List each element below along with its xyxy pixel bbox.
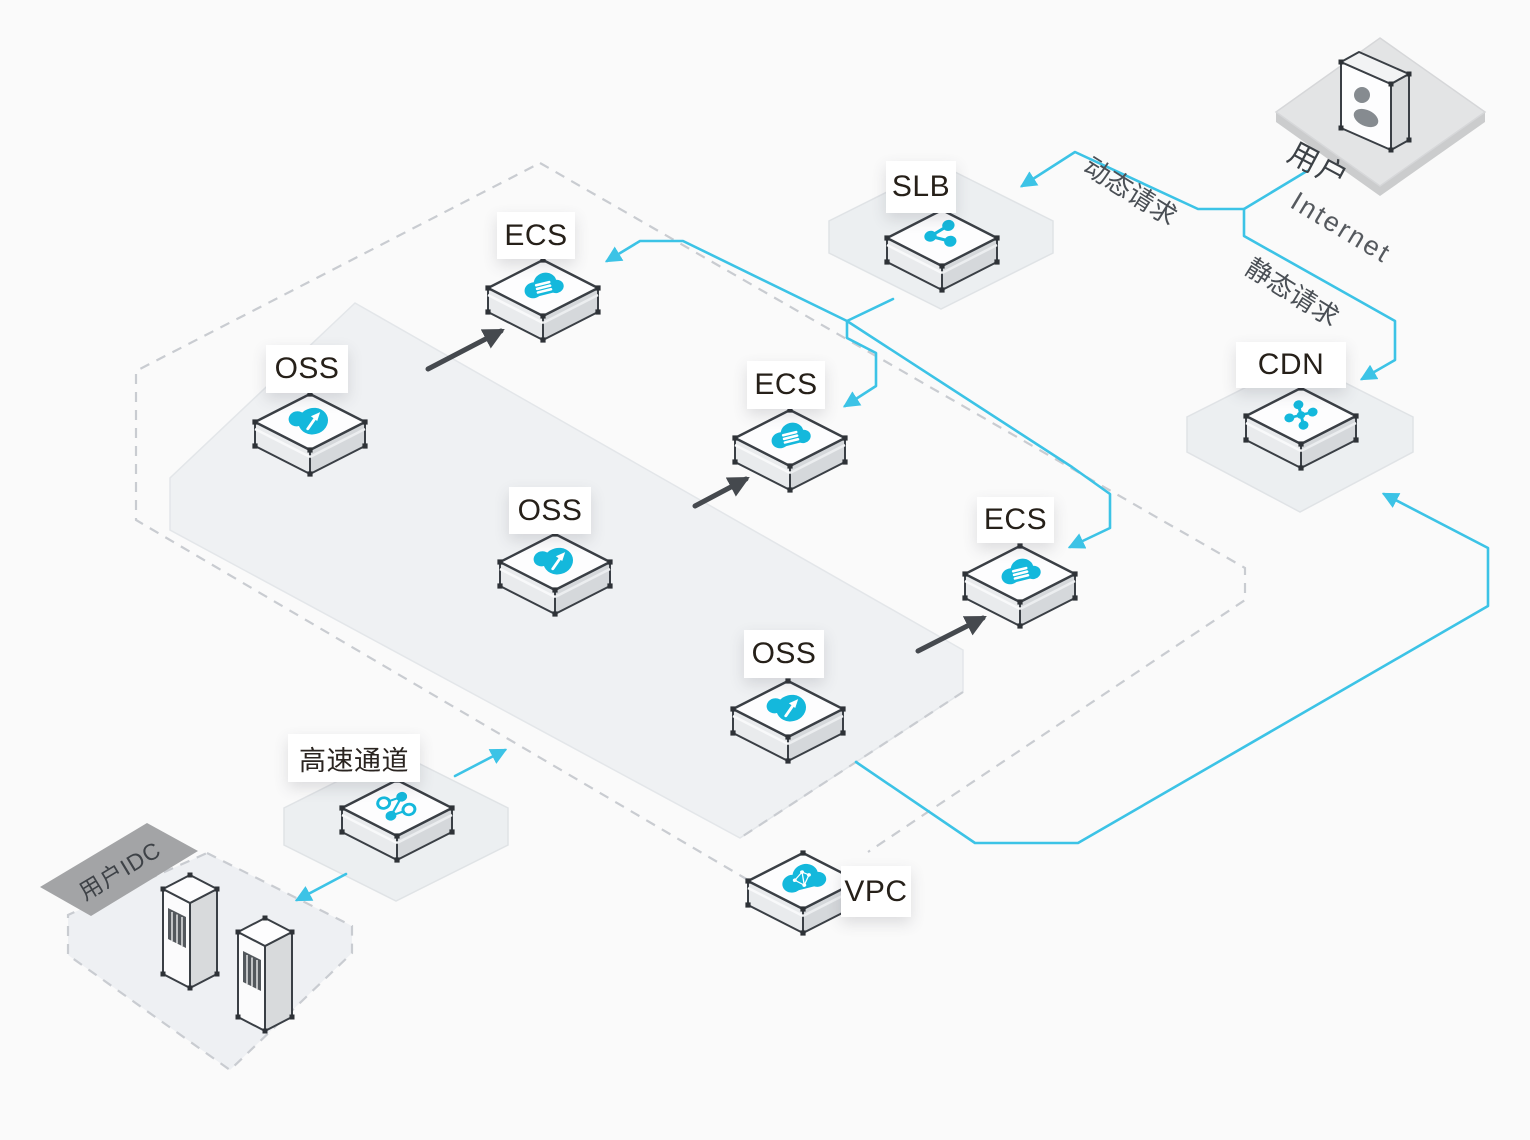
express-connect-node <box>339 777 455 863</box>
oss-band-dashed-edge <box>739 691 964 839</box>
dynamic-request-arrow <box>1019 150 1246 211</box>
ecs-icon <box>524 272 564 299</box>
oss-bottom-to-ecs-right-arrow <box>915 615 987 654</box>
ecs-mid-label: ECS <box>747 361 825 409</box>
static-request-arrow <box>1242 207 1397 381</box>
ecs-top-label: ECS <box>497 212 575 259</box>
service-nodes <box>252 207 1359 936</box>
vpc-icon <box>782 863 827 893</box>
idc-server-2 <box>235 915 295 1034</box>
oss-mid-label: OSS <box>509 487 591 534</box>
oss-bottom-node <box>730 678 846 764</box>
express-to-cloud-arrow <box>453 748 508 778</box>
slb-to-ecs-mid-arrow <box>842 319 878 408</box>
ecs-icon <box>1001 558 1041 585</box>
oss-mid-node <box>497 531 613 617</box>
connections <box>294 150 1490 902</box>
oss-icon <box>288 407 329 435</box>
idc-zone-border <box>66 851 354 1072</box>
oss-ecs-arrows <box>425 328 987 654</box>
oss-icon <box>533 547 574 575</box>
oss-bottom-label: OSS <box>744 630 824 678</box>
cdn-icon <box>1284 400 1318 430</box>
ecs-right-node <box>962 543 1078 629</box>
oss-left-label: OSS <box>266 345 348 393</box>
oss-icon <box>766 694 807 722</box>
oss-left-to-ecs-top-arrow <box>425 328 505 372</box>
ecs-icon <box>771 422 811 449</box>
oss-left-node <box>252 391 368 477</box>
cdn-node <box>1243 385 1359 471</box>
slb-icon <box>924 219 957 247</box>
vpc-label: VPC <box>841 866 911 917</box>
expr-icon <box>376 791 417 821</box>
user-internet-stem <box>1242 169 1309 211</box>
cdn-label: CDN <box>1236 342 1346 388</box>
idc-banner <box>40 823 198 916</box>
idc-server-1 <box>160 872 220 991</box>
slb-to-ecs-right-arrow <box>845 319 1112 549</box>
server-vent-icon <box>168 908 186 948</box>
oss-to-cdn-arrow <box>854 492 1490 845</box>
express-connect-label: 高速通道 <box>288 734 420 782</box>
person-icon <box>1353 87 1379 128</box>
cloud-region-border-right <box>539 162 1247 853</box>
dashed-borders <box>66 162 1247 1072</box>
oss-mid-to-ecs-mid-arrow <box>692 476 750 509</box>
ecs-right-label: ECS <box>977 497 1054 543</box>
cloud-region-border-left <box>134 162 749 881</box>
slb-node <box>884 207 1000 293</box>
express-to-idc-arrow <box>294 872 348 902</box>
ecs-top-node <box>485 257 601 343</box>
ecs-mid-node <box>732 407 848 493</box>
slb-to-ecs-top-arrow <box>604 239 895 323</box>
user-card <box>1338 51 1412 153</box>
slb-label: SLB <box>886 161 956 213</box>
server-vent-icon <box>243 951 261 991</box>
